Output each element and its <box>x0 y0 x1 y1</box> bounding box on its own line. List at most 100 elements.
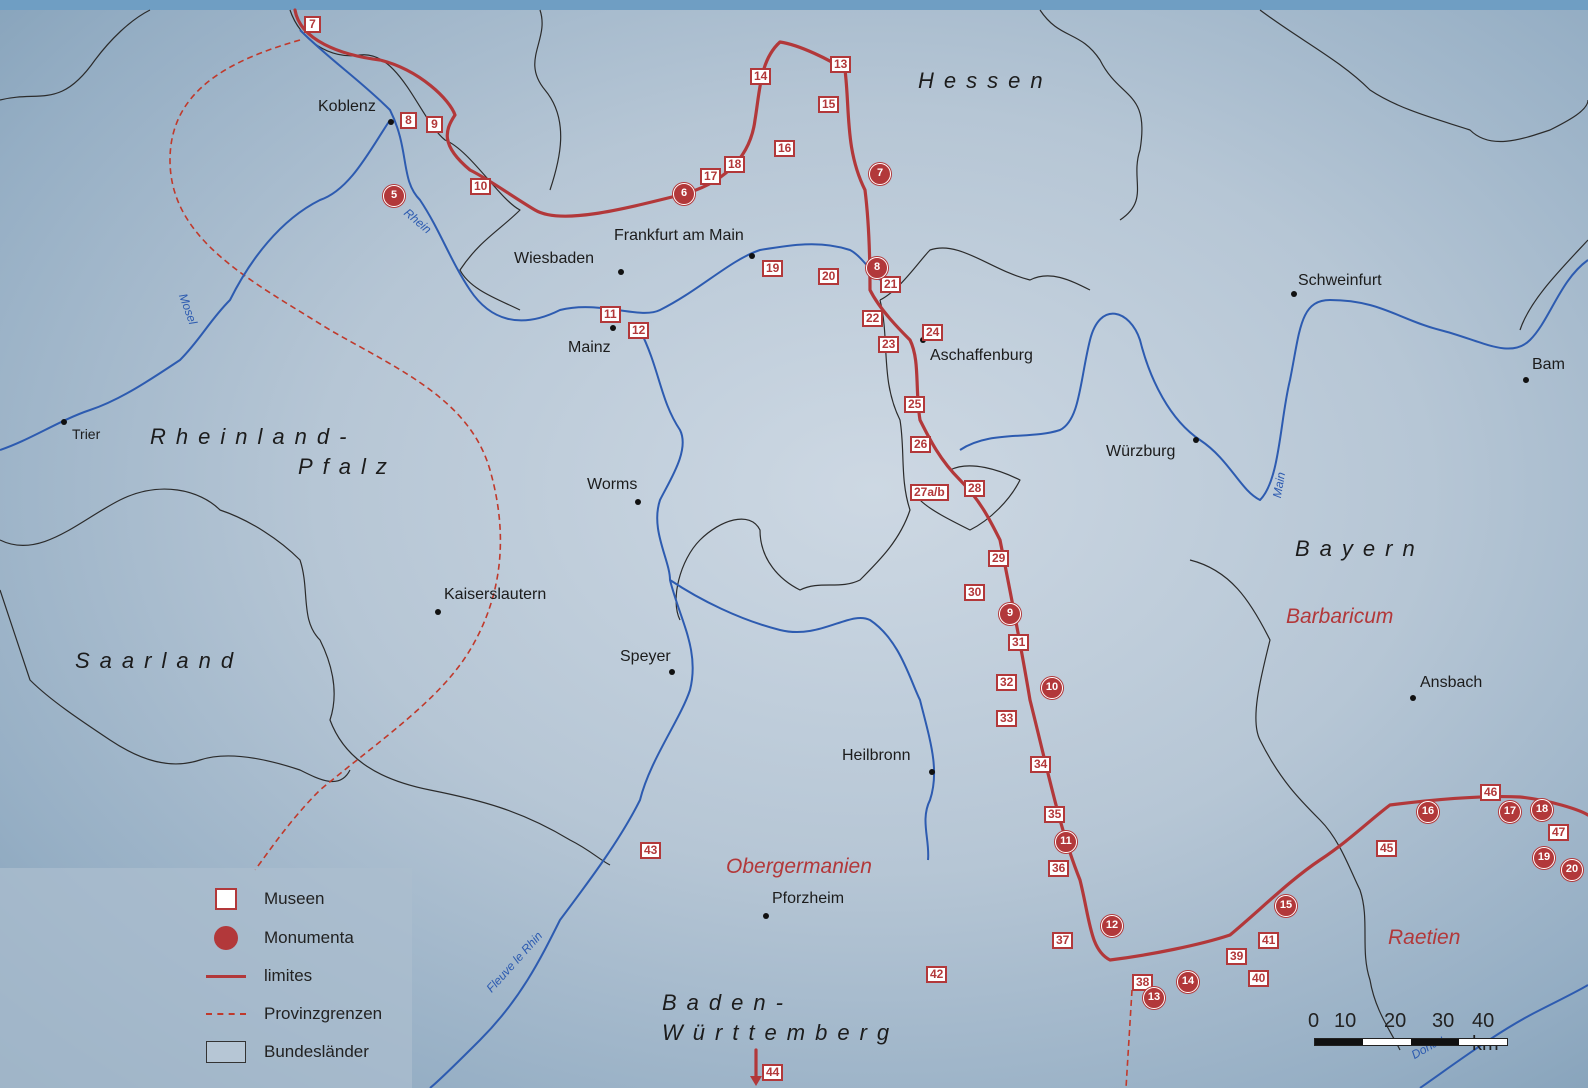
monument-marker[interactable]: 15 <box>1275 895 1297 917</box>
region-pfalz: Pfalz <box>298 454 397 479</box>
monument-marker[interactable]: 18 <box>1531 799 1553 821</box>
museum-marker[interactable]: 15 <box>818 96 840 113</box>
museum-marker[interactable]: 37 <box>1052 932 1074 949</box>
museum-marker[interactable]: 33 <box>996 710 1018 727</box>
museum-marker[interactable]: 28 <box>964 480 986 497</box>
city-dot-trier <box>61 419 67 425</box>
museum-marker[interactable]: 9 <box>426 116 443 133</box>
legend-row-monuments: Monumenta <box>206 925 354 951</box>
limes-line-icon <box>206 974 246 978</box>
museum-marker[interactable]: 46 <box>1480 784 1502 801</box>
museum-marker[interactable]: 30 <box>964 584 986 601</box>
city-kaiserslautern: Kaiserslautern <box>444 586 547 603</box>
monument-marker[interactable]: 13 <box>1143 987 1165 1009</box>
museum-marker[interactable]: 21 <box>880 276 902 293</box>
museum-marker[interactable]: 11 <box>600 306 621 323</box>
city-ansbach: Ansbach <box>1420 674 1483 691</box>
museum-marker[interactable]: 34 <box>1030 756 1052 773</box>
legend-label-states: Bundesländer <box>264 1042 369 1061</box>
museum-marker[interactable]: 38 <box>1132 974 1154 991</box>
museum-marker[interactable]: 29 <box>988 550 1010 567</box>
museum-marker[interactable]: 19 <box>762 260 784 277</box>
city-speyer: Speyer <box>620 648 671 665</box>
city-pforzheim: Pforzheim <box>772 890 845 907</box>
museum-marker[interactable]: 25 <box>904 396 926 413</box>
museum-marker[interactable]: 22 <box>862 310 884 327</box>
province-raetien: Raetien <box>1388 926 1461 949</box>
museum-marker[interactable]: 18 <box>724 156 746 173</box>
city-heilbronn: Heilbronn <box>842 747 911 764</box>
city-wuerzburg: Würzburg <box>1106 443 1176 460</box>
scale-label-20: 20 <box>1384 1010 1407 1032</box>
monument-marker[interactable]: 12 <box>1101 915 1123 937</box>
museum-marker[interactable]: 27a/b <box>910 484 949 501</box>
museum-marker[interactable]: 45 <box>1376 840 1398 857</box>
legend-row-museums: Museen <box>206 886 324 912</box>
monument-marker[interactable]: 10 <box>1041 677 1063 699</box>
legend: Museen Monumenta limites Provinzgrenzen … <box>0 868 412 1088</box>
city-dot-frankfurt <box>749 253 755 259</box>
monument-marker[interactable]: 19 <box>1533 847 1555 869</box>
monument-marker[interactable]: 7 <box>869 163 891 185</box>
monument-marker[interactable]: 8 <box>866 257 888 279</box>
museum-marker[interactable]: 20 <box>818 268 840 285</box>
scale-label-40: 40 km <box>1472 1010 1499 1055</box>
city-schweinfurt: Schweinfurt <box>1298 272 1382 289</box>
museum-marker[interactable]: 41 <box>1258 932 1280 949</box>
city-dot-mainz <box>610 325 616 331</box>
monument-marker[interactable]: 11 <box>1055 831 1077 853</box>
museum-marker[interactable]: 24 <box>922 324 944 341</box>
city-dot-schweinfurt <box>1291 291 1297 297</box>
city-wiesbaden: Wiesbaden <box>514 250 595 267</box>
city-dot-wuerzburg <box>1193 437 1199 443</box>
museum-marker[interactable]: 36 <box>1048 860 1070 877</box>
museum-marker[interactable]: 17 <box>700 168 722 185</box>
monument-marker[interactable]: 6 <box>673 183 695 205</box>
region-bayern: Bayern <box>1295 536 1425 561</box>
monument-marker[interactable]: 9 <box>999 603 1021 625</box>
monument-marker[interactable]: 5 <box>383 185 405 207</box>
museum-marker[interactable]: 44 <box>762 1064 784 1081</box>
region-hessen: Hessen <box>918 68 1053 93</box>
monument-circle-icon <box>214 926 238 950</box>
legend-row-states: Bundesländer <box>206 1039 369 1065</box>
city-dot-speyer <box>669 669 675 675</box>
province-obergermanien: Obergermanien <box>726 855 872 878</box>
museum-marker[interactable]: 13 <box>830 56 852 73</box>
museum-marker[interactable]: 16 <box>774 140 796 157</box>
legend-label-provinces: Provinzgrenzen <box>264 1004 383 1023</box>
museum-marker[interactable]: 10 <box>470 178 492 195</box>
museum-marker[interactable]: 12 <box>628 322 650 339</box>
city-dot-bam <box>1523 377 1529 383</box>
monument-marker[interactable]: 17 <box>1499 801 1521 823</box>
city-dot-kaiserslautern <box>435 609 441 615</box>
province-boundary-south <box>1125 989 1133 1088</box>
museum-marker[interactable]: 26 <box>910 436 932 453</box>
monument-marker[interactable]: 20 <box>1561 859 1583 881</box>
museum-marker[interactable]: 42 <box>926 966 948 983</box>
region-wuerttemberg: Württemberg <box>662 1020 900 1045</box>
museum-marker[interactable]: 32 <box>996 674 1018 691</box>
region-saarland: Saarland <box>75 648 244 673</box>
monument-marker[interactable]: 16 <box>1417 801 1439 823</box>
city-mainz: Mainz <box>568 339 611 356</box>
province-dash-icon <box>206 1013 246 1015</box>
museum-marker[interactable]: 14 <box>750 68 772 85</box>
museum-marker[interactable]: 31 <box>1008 634 1030 651</box>
region-baden: Baden- <box>662 990 793 1015</box>
museum-marker[interactable]: 7 <box>304 16 321 33</box>
museum-square-icon <box>215 888 237 910</box>
museum-marker[interactable]: 39 <box>1226 948 1248 965</box>
city-trier: Trier <box>72 426 101 442</box>
monument-marker[interactable]: 14 <box>1177 971 1199 993</box>
museum-marker[interactable]: 43 <box>640 842 662 859</box>
museum-marker[interactable]: 23 <box>878 336 900 353</box>
city-dot-ansbach <box>1410 695 1416 701</box>
city-dot-pforzheim <box>763 913 769 919</box>
museum-marker[interactable]: 8 <box>400 112 417 129</box>
province-barbaricum: Barbaricum <box>1286 605 1394 628</box>
museum-marker[interactable]: 47 <box>1548 824 1570 841</box>
museum-marker[interactable]: 35 <box>1044 806 1066 823</box>
museum-marker[interactable]: 40 <box>1248 970 1270 987</box>
